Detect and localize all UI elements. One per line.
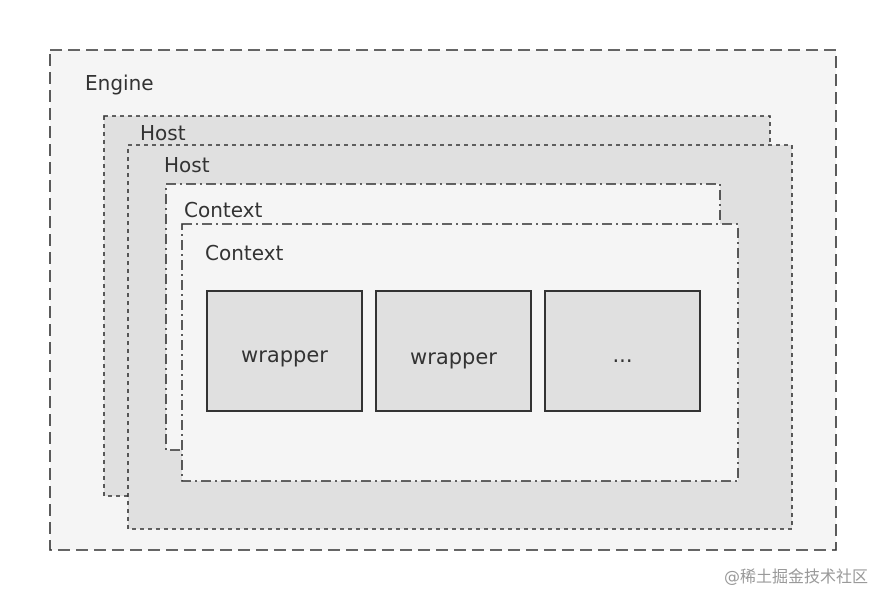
wrapper-box-2: wrapper — [375, 290, 532, 412]
context-front-label: Context — [205, 241, 284, 265]
watermark-text: @稀土掘金技术社区 — [724, 567, 868, 586]
wrapper-box-1: wrapper — [206, 290, 363, 412]
wrapper-box-1-label: wrapper — [241, 343, 328, 367]
wrapper-box-2-rect — [375, 290, 532, 412]
wrapper-box-2-label: wrapper — [410, 345, 497, 369]
ellipsis-box: ... — [544, 290, 701, 412]
ellipsis-box-rect — [544, 290, 701, 412]
host-back-label: Host — [140, 121, 186, 145]
engine-label: Engine — [85, 71, 154, 95]
context-back-label: Context — [184, 198, 263, 222]
ellipsis-box-label: ... — [612, 343, 632, 367]
host-front-label: Host — [164, 153, 210, 177]
wrapper-box-1-rect — [206, 290, 363, 412]
